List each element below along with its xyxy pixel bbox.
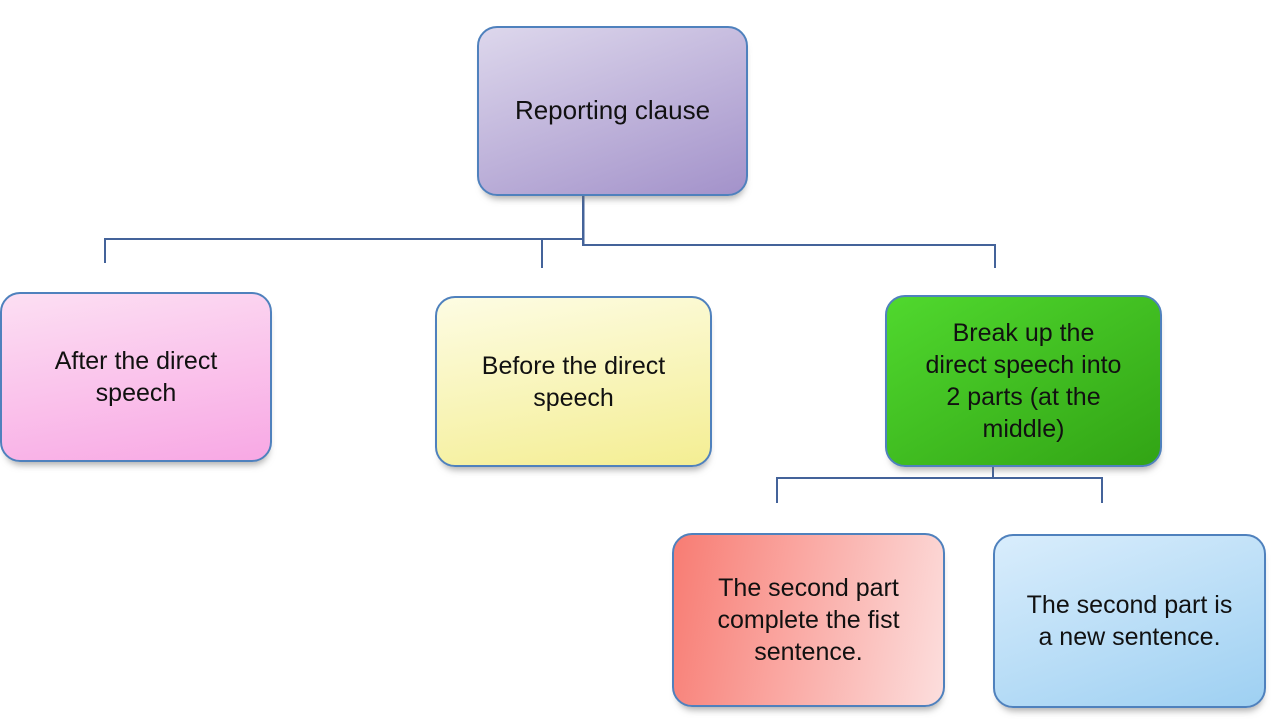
node-label-line: Before the direct — [481, 351, 666, 380]
connector-break-complete — [776, 477, 993, 503]
node-label-line: 2 parts (at the — [946, 383, 1101, 411]
node-label-line: After the direct — [54, 347, 218, 375]
node-after-direct-speech: After the direct speech — [0, 292, 272, 462]
node-label: The second part is a new sentence. — [1011, 585, 1249, 657]
node-label: The second part complete the fist senten… — [701, 568, 915, 672]
node-break-up-direct-speech: Break up the direct speech into 2 parts … — [885, 295, 1162, 467]
node-label: After the direct speech — [39, 341, 234, 413]
node-label-line: middle) — [982, 415, 1065, 443]
node-label: Reporting clause — [499, 90, 726, 131]
node-label: Break up the direct speech into 2 parts … — [910, 313, 1138, 449]
node-label-line: sentence. — [754, 638, 863, 666]
node-label-line: The second part is — [1026, 591, 1233, 619]
node-label-line: speech — [533, 383, 614, 412]
node-label-line: direct speech into — [925, 351, 1122, 379]
node-before-direct-speech: Before the direct speech — [435, 296, 712, 467]
node-label-line: Break up the — [952, 319, 1095, 347]
connector-break-new — [993, 477, 1103, 503]
node-label: Before the direct speech — [466, 346, 681, 418]
node-second-part-completes: The second part complete the fist senten… — [672, 533, 945, 707]
node-label-line: complete the fist — [717, 606, 900, 634]
node-label-line: The second part — [718, 574, 899, 602]
node-second-part-new-sentence: The second part is a new sentence. — [993, 534, 1266, 708]
node-label-line: a new sentence. — [1038, 623, 1221, 651]
node-label-line: Reporting clause — [514, 95, 711, 126]
node-reporting-clause: Reporting clause — [477, 26, 748, 196]
connector-root-after — [104, 238, 584, 263]
connector-root-break — [583, 244, 996, 268]
node-label-line: speech — [95, 379, 177, 407]
